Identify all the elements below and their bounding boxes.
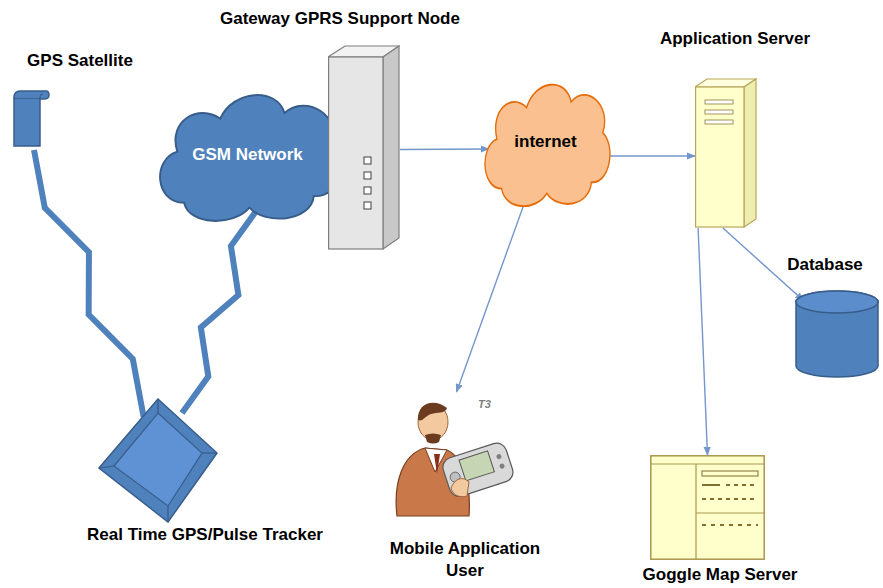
application-server-shape <box>695 78 757 228</box>
node-label: Gateway GPRS Support Node <box>220 8 460 30</box>
satellite-icon-shape <box>10 88 50 150</box>
logo-mark: T3 <box>478 398 491 410</box>
node-label: Mobile Application User <box>375 538 555 582</box>
database-cylinder-shape <box>795 290 879 378</box>
gps-tracker-shape <box>98 398 218 523</box>
map-server-shape <box>650 455 765 560</box>
arrow-connector <box>400 148 489 150</box>
node-label: Real Time GPS/Pulse Tracker <box>87 524 323 546</box>
wireless-link <box>182 210 257 413</box>
node-label: Application Server <box>660 28 810 50</box>
gsm-cloud: GSM Network <box>150 82 345 227</box>
node-label: internet <box>478 72 613 212</box>
node-label: GSM Network <box>150 82 345 227</box>
map-server: Goggle Map Server <box>650 455 765 560</box>
node-label: Database <box>787 254 863 276</box>
gateway-server: Gateway GPRS Support Node <box>328 45 400 250</box>
arrow-connector <box>698 228 707 455</box>
database-cylinder: Database <box>795 290 879 378</box>
node-label: GPS Satellite <box>27 50 133 72</box>
gps-tracker: Real Time GPS/Pulse Tracker <box>98 398 218 523</box>
node-label: Goggle Map Server <box>643 564 798 586</box>
gateway-server-shape <box>328 45 400 250</box>
mobile-user-figure-shape <box>385 392 515 517</box>
satellite-icon: GPS Satellite <box>10 88 50 150</box>
wireless-link <box>34 150 144 417</box>
mobile-user-figure: Mobile Application User <box>385 392 515 517</box>
internet-cloud: internet <box>478 72 613 212</box>
arrow-connector <box>457 201 526 392</box>
arrow-connector <box>608 155 695 156</box>
application-server: Application Server <box>695 78 757 228</box>
